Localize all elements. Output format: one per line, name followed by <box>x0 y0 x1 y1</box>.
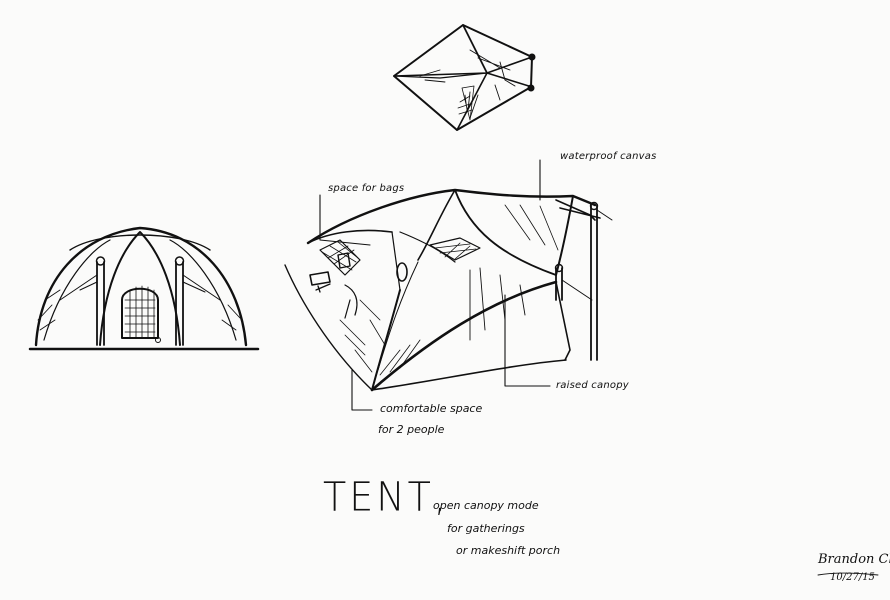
page-title: TENT, <box>323 477 449 517</box>
leader-canopy <box>505 295 550 386</box>
subtitle-line-3: or makeshift porch <box>456 545 560 556</box>
tent-perspective-view <box>285 160 612 410</box>
annotation-for-2-people: for 2 people <box>378 424 444 435</box>
subtitle-line-1: open canopy mode <box>433 500 539 511</box>
annotation-raised-canopy: raised canopy <box>556 381 629 391</box>
tent-front-view <box>30 228 258 349</box>
signature-name: Brandon Chen <box>818 553 890 566</box>
leader-comfort <box>352 370 372 410</box>
tent-top-view <box>394 25 535 130</box>
leader-bags <box>320 195 370 245</box>
annotation-waterproof-canvas: waterproof canvas <box>560 152 657 162</box>
signature-date: 10/27/15 <box>830 573 875 583</box>
annotation-space-for-bags: space for bags <box>328 184 404 194</box>
subtitle-line-2: for gatherings <box>447 523 525 534</box>
annotation-comfortable-space: comfortable space <box>380 403 482 414</box>
